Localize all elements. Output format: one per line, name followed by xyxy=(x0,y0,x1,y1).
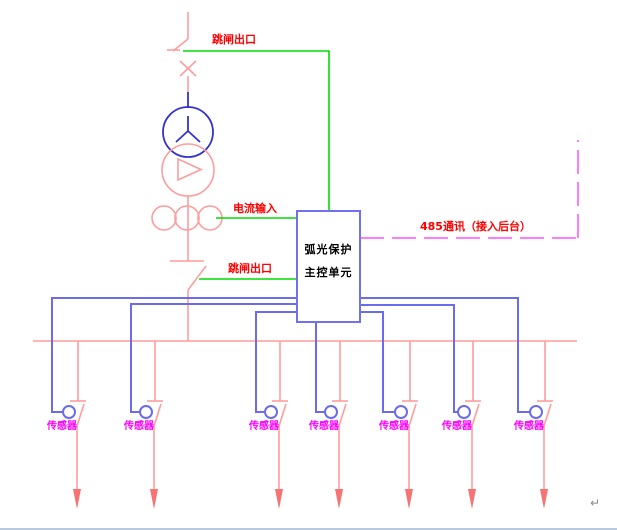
incoming-feeder-line xyxy=(167,12,189,52)
fiber-s6 xyxy=(360,304,457,413)
sensor-head-icon xyxy=(139,405,153,419)
fiber-s1 xyxy=(51,297,297,413)
sensor-label-1: 传感器 xyxy=(47,421,77,432)
disconnect-switch-blade xyxy=(172,38,189,52)
feeder-4 xyxy=(332,341,348,509)
transformer-wye-winding xyxy=(162,106,214,158)
sensor-label-7: 传感器 xyxy=(514,421,544,432)
main-unit-name-line1: 弧光保护 xyxy=(304,243,353,256)
trip-output-top-label: 跳闸出口 xyxy=(212,33,256,46)
rs485-comm-label: 485通讯（接入后台） xyxy=(420,220,531,233)
sensor-head-icon xyxy=(324,405,338,419)
feeder-6 xyxy=(465,341,481,509)
feeder-5 xyxy=(402,341,418,509)
paragraph-return-icon: ↵ xyxy=(590,496,601,510)
sensor-label-5: 传感器 xyxy=(379,421,409,432)
current-transformer-symbol xyxy=(151,196,223,341)
sensor-label-4: 传感器 xyxy=(309,421,339,432)
arrow-down-icon xyxy=(540,489,548,509)
breaker-x-icon xyxy=(179,60,197,92)
delta-icon xyxy=(177,157,203,182)
arrow-down-icon xyxy=(405,489,413,509)
sensor-label-3: 传感器 xyxy=(249,421,279,432)
trip-output-top-line xyxy=(183,50,330,212)
feeder-2 xyxy=(147,341,163,509)
fiber-s2 xyxy=(130,303,297,413)
current-input-label: 电流输入 xyxy=(233,202,277,215)
page-bottom-border xyxy=(0,528,617,530)
sensor-head-icon xyxy=(457,405,471,419)
fiber-s7 xyxy=(360,297,529,413)
fiber-s5 xyxy=(360,311,394,413)
trip-output-mid-label: 跳闸出口 xyxy=(228,262,272,275)
arrow-down-icon xyxy=(468,489,476,509)
arrow-down-icon xyxy=(275,489,283,509)
feeder-breaker-blade xyxy=(187,265,207,291)
transformer-symbol xyxy=(161,92,215,197)
sensor-label-2: 传感器 xyxy=(124,421,154,432)
arrow-down-icon xyxy=(73,489,81,509)
transformer-delta-winding xyxy=(161,143,215,197)
main-control-unit-box xyxy=(296,210,361,323)
wye-icon xyxy=(175,116,201,143)
feeder-7 xyxy=(537,341,553,509)
arrow-down-icon xyxy=(150,489,158,509)
fiber-s4 xyxy=(315,321,324,413)
feeder-1 xyxy=(70,341,86,509)
sensor-label-6: 传感器 xyxy=(442,421,472,432)
sensor-head-icon xyxy=(62,405,76,419)
outgoing-feeders xyxy=(70,341,553,509)
feeder-3 xyxy=(272,341,288,509)
arrow-down-icon xyxy=(335,489,343,509)
sensor-head-icon xyxy=(394,405,408,419)
rs485-comm-line xyxy=(360,140,579,239)
sensor-head-icon xyxy=(529,405,543,419)
main-unit-name-line2: 主控单元 xyxy=(304,266,353,279)
fiber-s3 xyxy=(255,311,297,413)
sensor-head-icon xyxy=(264,405,278,419)
sensor-fiber-wires xyxy=(51,297,543,419)
